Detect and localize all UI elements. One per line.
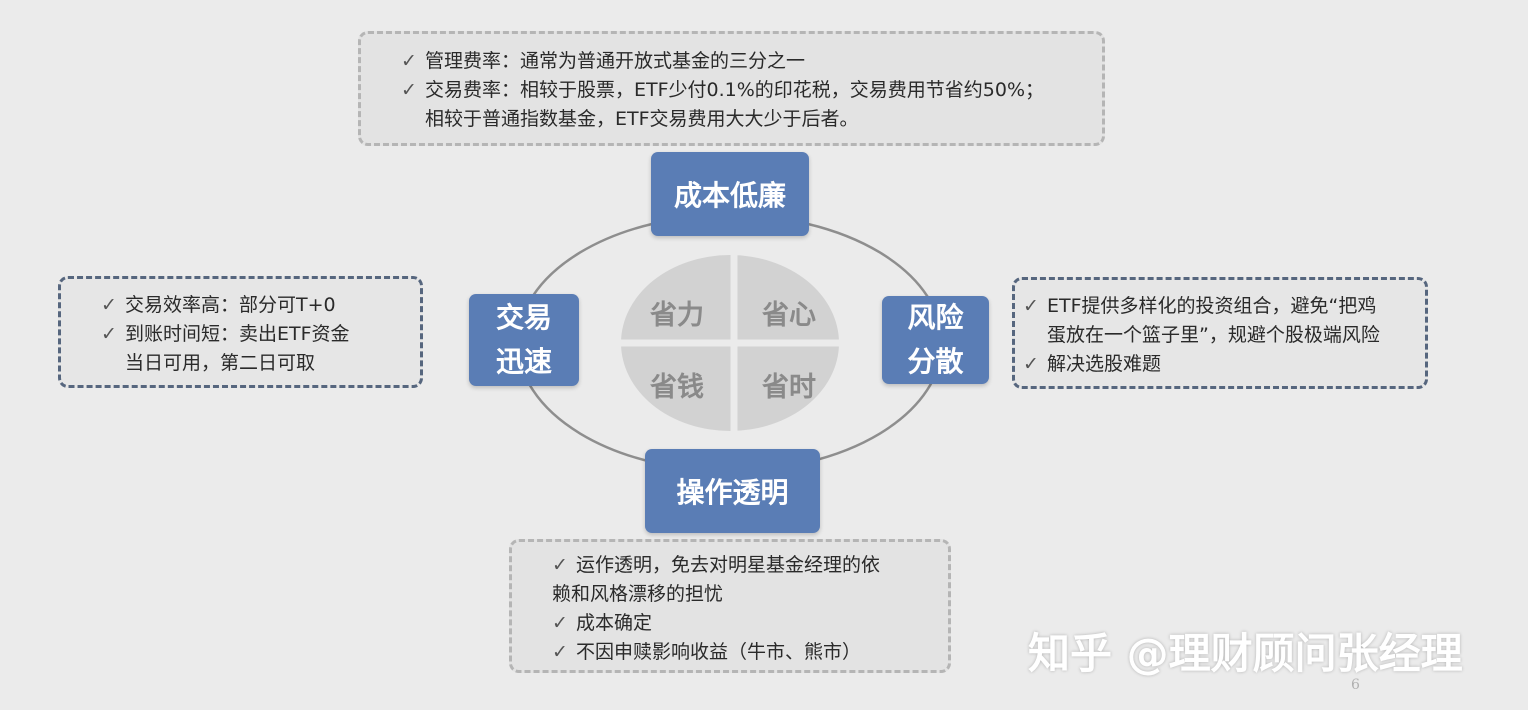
note-transparent-line: ✓ 运作透明，免去对明星基金经理的依 xyxy=(552,551,948,580)
node-fast-trading-line2: 迅速 xyxy=(495,345,552,378)
note-text: 相较于普通指数基金，ETF交易费用大大少于后者。 xyxy=(425,108,859,130)
node-transparent-operation-label: 操作透明 xyxy=(676,476,789,509)
zhihu-watermark: 知乎 @理财顾问张经理 xyxy=(1028,629,1463,678)
node-risk-diversification-line2: 分散 xyxy=(907,345,964,378)
check-icon: ✓ xyxy=(101,294,117,316)
check-icon: ✓ xyxy=(401,79,417,101)
page-number: 6 xyxy=(1351,677,1360,693)
check-icon: ✓ xyxy=(552,641,568,663)
quadrant-label-save-effort: 省力 xyxy=(650,300,704,331)
check-icon: ✓ xyxy=(1023,295,1039,317)
note-text: 交易费率：相较于股票，ETF少付0.1%的印花税，交易费用节省约50%； xyxy=(425,79,1045,101)
quadrant-bottom-left xyxy=(621,343,730,431)
check-icon: ✓ xyxy=(101,323,117,345)
node-low-cost: 成本低廉 xyxy=(651,152,809,236)
node-risk-diversification: 风险 分散 xyxy=(882,296,989,384)
quadrant-label-save-money: 省钱 xyxy=(650,372,704,403)
note-text: 成本确定 xyxy=(576,612,653,634)
note-low-cost-line: 相较于普通指数基金，ETF交易费用大大少于后者。 xyxy=(401,105,1102,134)
note-risk-line: ✓ 解决选股难题 xyxy=(1023,350,1425,379)
note-risk-line: ✓ ETF提供多样化的投资组合，避免“把鸡 xyxy=(1023,292,1425,321)
node-fast-trading: 交易 迅速 xyxy=(469,294,579,386)
quadrant-label-save-time: 省时 xyxy=(762,372,816,403)
check-icon: ✓ xyxy=(401,50,417,72)
note-transparent-operation: ✓ 运作透明，免去对明星基金经理的依 赖和风格漂移的担忧 ✓ 成本确定 ✓ 不因申赎影… xyxy=(509,539,951,673)
note-fast-trading-line: ✓ 交易效率高：部分可T+0 xyxy=(101,291,420,320)
note-fast-trading: ✓ 交易效率高：部分可T+0 ✓ 到账时间短：卖出ETF资金 当日可用，第二日可取 xyxy=(58,276,423,388)
quadrant-label-save-worry: 省心 xyxy=(762,300,816,331)
note-fast-trading-line: ✓ 到账时间短：卖出ETF资金 xyxy=(101,320,420,349)
note-risk-diversification: ✓ETF提供多样化的投资组合，避免“把鸡 蛋放在一个篮子里”，规避个股极端风险 … xyxy=(1012,277,1428,389)
note-low-cost: ✓ 管理费率：通常为普通开放式基金的三分之一 ✓ 交易费率：相较于股票，ETF少付0… xyxy=(358,31,1105,146)
note-risk-line: 蛋放在一个篮子里”，规避个股极端风险 xyxy=(1023,321,1425,350)
note-text: 管理费率：通常为普通开放式基金的三分之一 xyxy=(425,50,806,72)
node-low-cost-label: 成本低廉 xyxy=(673,179,786,212)
note-low-cost-line: ✓ 交易费率：相较于股票，ETF少付0.1%的印花税，交易费用节省约50%； xyxy=(401,76,1102,105)
quadrant-bottom-right xyxy=(730,343,839,431)
note-transparent-line: 赖和风格漂移的担忧 xyxy=(528,580,948,609)
note-text: 赖和风格漂移的担忧 xyxy=(552,583,724,605)
note-transparent-line: ✓ 不因申赎影响收益（牛市、熊市） xyxy=(552,638,948,667)
check-icon: ✓ xyxy=(1023,353,1039,375)
note-text: 运作透明，免去对明星基金经理的依 xyxy=(576,554,881,576)
note-fast-trading-line: 当日可用，第二日可取 xyxy=(101,349,420,378)
note-text: 蛋放在一个篮子里”，规避个股极端风险 xyxy=(1047,324,1380,346)
note-text: 当日可用，第二日可取 xyxy=(125,352,316,374)
node-fast-trading-line1: 交易 xyxy=(495,301,552,334)
note-text: 到账时间短：卖出ETF资金 xyxy=(125,323,350,345)
center-circle xyxy=(615,250,845,436)
note-text: 交易效率高：部分可T+0 xyxy=(125,294,336,316)
quadrant-top-left xyxy=(621,255,730,343)
node-transparent-operation: 操作透明 xyxy=(645,449,820,533)
note-transparent-line: ✓ 成本确定 xyxy=(552,609,948,638)
quadrant-top-right xyxy=(730,255,839,343)
note-text: 解决选股难题 xyxy=(1047,353,1162,375)
check-icon: ✓ xyxy=(552,554,568,576)
note-text: ETF提供多样化的投资组合，避免“把鸡 xyxy=(1047,295,1377,317)
note-low-cost-line: ✓ 管理费率：通常为普通开放式基金的三分之一 xyxy=(401,47,1102,76)
note-text: 不因申赎影响收益（牛市、熊市） xyxy=(576,641,862,663)
check-icon: ✓ xyxy=(552,612,568,634)
node-risk-diversification-line1: 风险 xyxy=(907,301,964,334)
